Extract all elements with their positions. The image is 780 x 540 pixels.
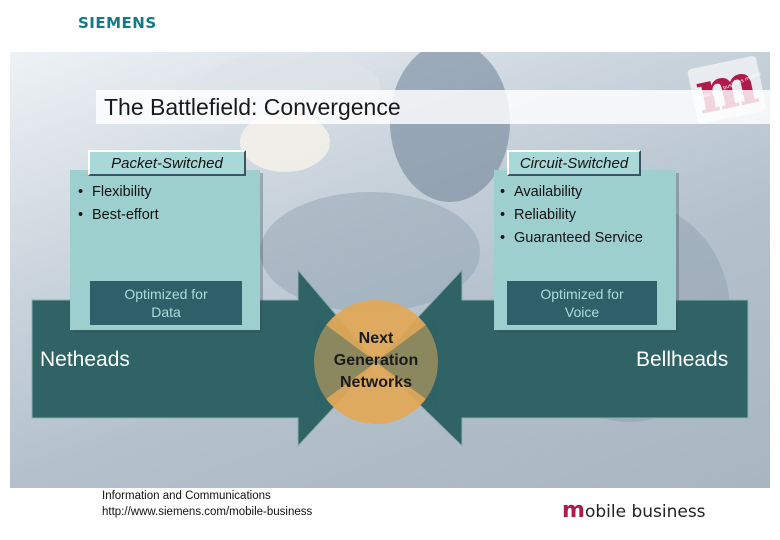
bellheads-label: Bellheads (636, 348, 729, 371)
optimized-line: Data (151, 304, 181, 320)
slide-title: The Battlefield: Convergence (104, 94, 401, 120)
center-line: Next (358, 330, 394, 347)
left-arrow-overlap (314, 316, 376, 408)
brand-rest: obile business (584, 502, 706, 522)
list-item: Guaranteed Service (500, 227, 643, 250)
title-bar (96, 90, 770, 124)
optimized-for-voice: Optimized for Voice (507, 281, 657, 325)
center-circle (314, 300, 438, 424)
mobile-business-logo: mobile business (562, 498, 706, 523)
list-item: Reliability (500, 204, 643, 227)
right-arrow-overlap (376, 316, 438, 408)
optimized-line: Optimized for (540, 286, 624, 302)
center-line: Generation (333, 352, 419, 369)
packet-switched-list: Flexibility Best-effort (78, 181, 159, 227)
footer-url[interactable]: http://www.siemens.com/mobile-business (102, 506, 313, 518)
center-line: Networks (339, 374, 413, 391)
optimized-line: Optimized for (124, 286, 208, 302)
circuit-switched-tag: Circuit-Switched (507, 150, 641, 176)
packet-switched-tag: Packet-Switched (88, 150, 246, 176)
netheads-label: Netheads (40, 348, 130, 371)
optimized-for-data: Optimized for Data (90, 281, 242, 325)
footer-division: Information and Communications (102, 490, 271, 502)
next-generation-networks-label: Next Generation Networks (316, 328, 436, 394)
brand-m: m (562, 498, 585, 523)
optimized-line: Voice (564, 304, 600, 320)
list-item: Best-effort (78, 204, 159, 227)
list-item: Flexibility (78, 181, 159, 204)
circuit-switched-list: Availability Reliability Guaranteed Serv… (500, 181, 643, 250)
siemens-logo: SIEMENS (78, 14, 157, 32)
list-item: Availability (500, 181, 643, 204)
